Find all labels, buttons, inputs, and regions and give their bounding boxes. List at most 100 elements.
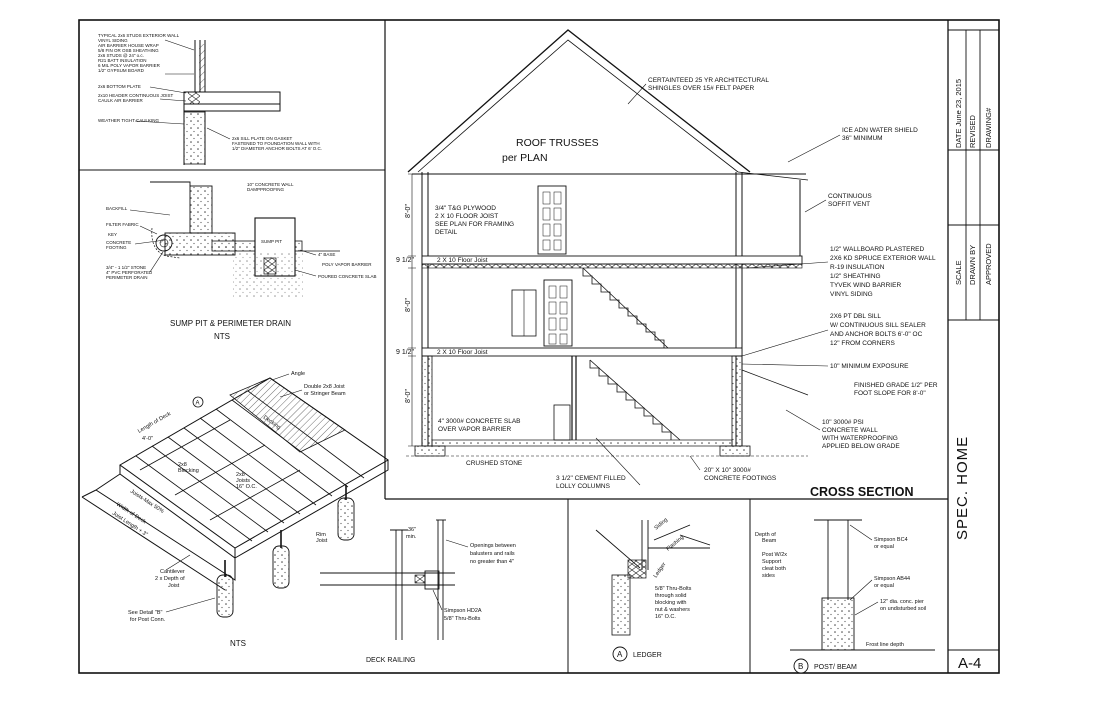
slab-note: OVER VAPOR BARRIER [438, 426, 512, 433]
trusses-note: per PLAN [502, 152, 548, 164]
sump-concrete-wall: 10" CONCRETE WALL [247, 182, 294, 187]
pb-depth: Beam [762, 538, 777, 544]
cross-section-detail: 8'-0" 9 1/2" 8'-0" 9 1/2" 8'-0" 2 X 10 F… [396, 29, 946, 500]
wall-section-detail: TYPICAL 2x6 STUDS EXTERIOR WALL VINYL SI… [98, 33, 322, 165]
concrete-wall-note: 10" 3000# PSI [822, 419, 864, 426]
project-name: SPEC. HOME [954, 436, 971, 540]
wall-assembly-note: 2X6 KD SPRUCE EXTERIOR WALL [830, 255, 936, 262]
pb-bc4: or equal [874, 544, 894, 550]
sump-slab: POURED CONCRETE SLAB [318, 274, 377, 279]
pb-post: Post W/2x [762, 552, 787, 558]
rail-caption: DECK RAILING [366, 657, 415, 664]
sheet-number: A-4 [958, 655, 981, 672]
sump-poly: POLY VAPOR BARRIER [322, 262, 372, 267]
ledger-caption: LEDGER [633, 652, 662, 659]
pb-ab44: or equal [874, 583, 894, 589]
title-revised: REVISED [968, 114, 977, 148]
deck-cantilever: 2 x Depth of [155, 576, 185, 582]
deck-angle: Angle [291, 371, 305, 377]
ledger-ledger: Ledger [653, 562, 668, 580]
deck-stringer: or Stringer Beam [304, 391, 346, 397]
ledger-marker: A [617, 650, 623, 659]
wall-assembly-note: R-19 INSULATION [830, 264, 885, 271]
wall-assembly-note: 1/2" SHEATHING [830, 273, 881, 280]
post-beam-detail: Depth of Beam Post W/2x Support cleat bo… [755, 519, 935, 674]
sump-nts: NTS [214, 332, 230, 341]
header-label: 2x10 HEADER CONTINUOUS JOIST [98, 93, 174, 98]
deck-framing-detail: A Angle Double 2x8 Joist or Stringer Bea… [81, 371, 389, 648]
deck-double-joist: Double 2x8 Joist [304, 384, 345, 390]
sump-footing: FOOTING [106, 245, 127, 250]
ice-shield-note: 36" MINIMUM [842, 135, 883, 142]
dim-main-wall: 8'-0" [405, 298, 412, 312]
concrete-wall-note: WITH WATERPROOFING [822, 435, 898, 442]
trusses-note: ROOF TRUSSES [516, 137, 599, 149]
ledger-bolts: 5/8" Thru-Bolts [655, 586, 692, 592]
ledger-siding: Siding [653, 517, 669, 531]
footing-note: 20" X 10" 3000# [704, 467, 751, 474]
lower-stair [589, 359, 681, 441]
pb-frost: Frost line depth [866, 642, 904, 648]
sump-caption: SUMP PIT & PERIMETER DRAIN [170, 319, 291, 328]
ledger-bolts: nut & washers [655, 607, 690, 613]
grade-note: FINISHED GRADE 1/2" PER [854, 382, 938, 389]
deck-see-detail: See Detail "B" [128, 610, 163, 616]
wall-note-line: AIR BARRIER HOUSE WRAP [98, 43, 159, 48]
rail-bolts: 5/8" Thru-Bolts [444, 616, 481, 622]
title-drawing-number: DRAWING# [984, 107, 993, 148]
pb-post: cleat both [762, 566, 786, 572]
sump-backfill: BACKFILL [106, 206, 128, 211]
sill-note-line: 1/2" DIAMETER ANCHOR BOLTS AT 6' O.C. [232, 146, 322, 151]
sump-drain: 4" PVC PERFORATED [106, 270, 153, 275]
lower-floor-joist-label: 2 X 10 Floor Joist [437, 349, 488, 356]
plywood-note: DETAIL [435, 229, 458, 236]
pb-pier: 12" dia. conc. pier [880, 599, 924, 605]
grade-note: FOOT SLOPE FOR 8'-0" [854, 390, 926, 397]
pb-post: Support [762, 559, 782, 565]
title-approved: APPROVED [984, 243, 993, 285]
rail-openings: balusters and rails [470, 551, 515, 557]
plywood-note: 2 X 10 FLOOR JOIST [435, 213, 498, 220]
concrete-wall-note: CONCRETE WALL [822, 427, 878, 434]
title-scale: SCALE [954, 260, 963, 285]
ledger-bolts: 16" O.C. [655, 614, 676, 620]
exposure-note: 10" MINIMUM EXPOSURE [830, 363, 909, 370]
weather-caulk-label: WEATHER TIGHT CAULKING [98, 118, 160, 123]
deck-blocking: Blocking [178, 468, 199, 474]
title-block: DATE June 23, 2015 REVISED DRAWING# SCAL… [948, 29, 999, 672]
deck-joists: 16" O.C. [236, 484, 257, 490]
wall-assembly-note: TYVEK WIND BARRIER [830, 282, 901, 289]
rail-openings: no greater than 4" [470, 559, 514, 565]
concrete-wall-note: APPLIED BELOW GRADE [822, 443, 900, 450]
upper-stair [582, 267, 669, 349]
pb-pier: on undisturbed soil [880, 606, 926, 612]
slab-note: 4" 3000# CONCRETE SLAB [438, 418, 521, 425]
dim-upper-joist: 9 1/2" [396, 257, 415, 264]
sump-key: KEY [108, 232, 117, 237]
footing-note: CONCRETE FOOTINGS [704, 475, 777, 482]
deck-length: Length of Deck [137, 411, 172, 435]
sump-dampproofing: DAMPPROOFING [247, 187, 285, 192]
bottom-plate-label: 2x6 BOTTOM PLATE [98, 84, 141, 89]
sill-assembly-note: AND ANCHOR BOLTS 6'-0" OC [830, 331, 923, 338]
sump-pit-detail: 10" CONCRETE WALL DAMPPROOFING BACKFILL … [106, 181, 377, 341]
sill-note-line: FASTENED TO FOUNDATION WALL WITH [232, 141, 320, 146]
pb-depth: Depth of [755, 532, 776, 538]
lolly-note: 3 1/2" CEMENT FILLED [556, 475, 626, 482]
pb-caption: POST/ BEAM [814, 664, 857, 671]
deck-4ft: 4'-0" [142, 436, 153, 442]
wall-note-line: 2x6 STUDS @ 24" o.c. [98, 53, 144, 58]
ledger-bolts: through solid [655, 593, 687, 599]
lolly-note: LOLLY COLUMNS [556, 483, 611, 490]
sill-assembly-note: 12" FROM CORNERS [830, 340, 895, 347]
pb-post: sides [762, 573, 775, 579]
sump-filter-fabric: FILTER FABRIC [106, 222, 139, 227]
sill-note-line: 2x6 SILL PLATE ON GASKET [232, 136, 293, 141]
rail-min: min. [406, 534, 417, 540]
wall-note-line: TYPICAL 2x6 STUDS EXTERIOR WALL [98, 33, 180, 38]
deck-rim: Rim [316, 532, 326, 538]
shingle-note: SHINGLES OVER 15# FELT PAPER [648, 85, 755, 92]
pb-marker: B [798, 662, 803, 671]
